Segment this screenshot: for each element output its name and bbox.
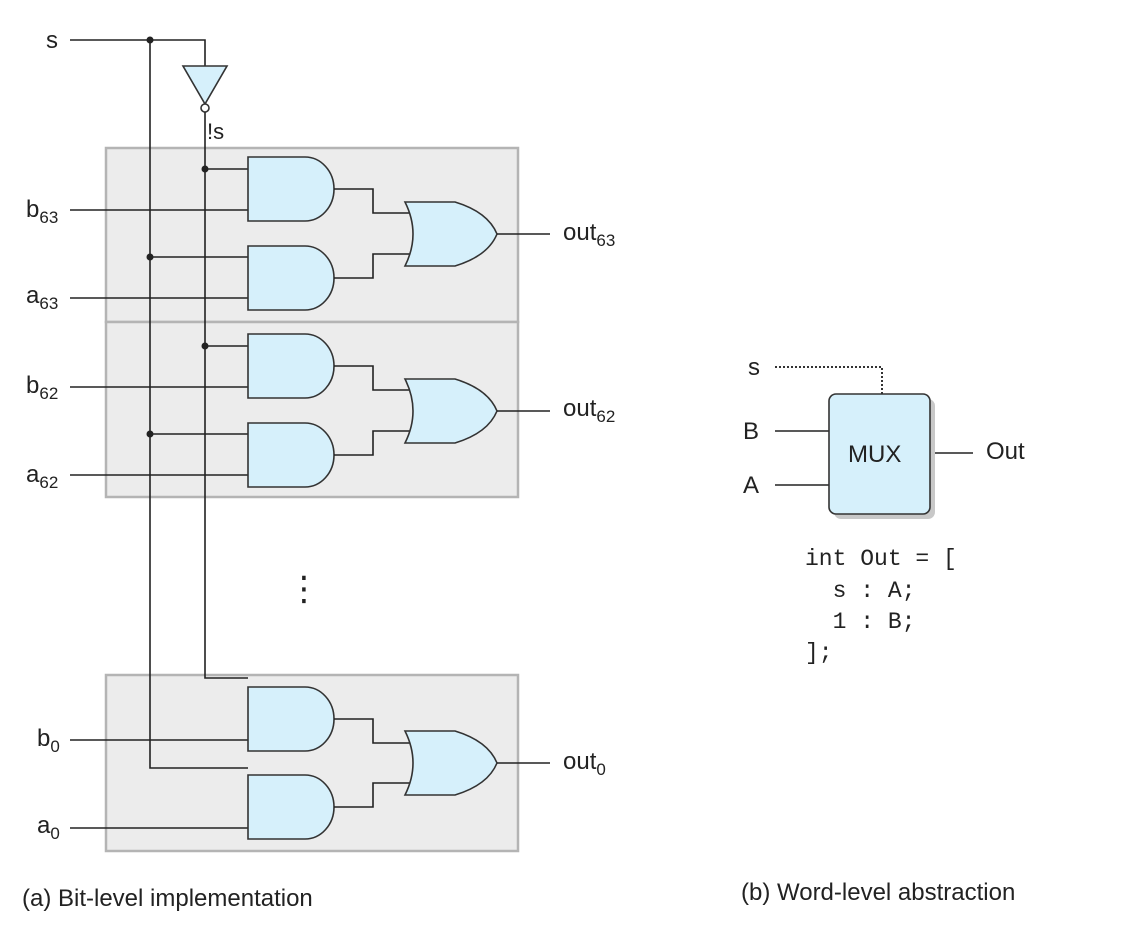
not-s-label: !s: [207, 119, 224, 144]
a62-label: a62: [26, 461, 58, 492]
mux-label: MUX: [848, 441, 901, 468]
b63-label: b63: [26, 196, 58, 227]
b0-label: b0: [37, 725, 60, 756]
a0-label: a0: [37, 812, 60, 843]
bit-level-implementation: s !s b63 a63 out63 b62 a62 out62 b0 a0 o…: [22, 27, 615, 912]
code-line: int Out = [: [805, 546, 957, 572]
junction-dot: [146, 36, 154, 44]
b62-label: b62: [26, 372, 58, 403]
caption-word-level: (b) Word-level abstraction: [741, 879, 1015, 906]
mux-s-label: s: [748, 354, 760, 381]
out63-label: out63: [563, 219, 615, 250]
s-input-label: s: [46, 27, 58, 54]
mux-out-label: Out: [986, 438, 1025, 465]
vertical-ellipsis: ⋮: [287, 570, 321, 608]
mux-box: [828, 393, 931, 515]
out0-subscript: 0: [596, 760, 605, 779]
a63-subscript: 63: [39, 294, 58, 313]
and-gate: [247, 156, 335, 222]
and-gate: [247, 333, 335, 399]
and-gate: [247, 422, 335, 488]
b0-subscript: 0: [50, 737, 59, 756]
a62-subscript: 62: [39, 473, 58, 492]
inverter-bubble: [200, 103, 210, 113]
b63-subscript: 63: [39, 208, 58, 227]
or-gate: [403, 378, 498, 444]
inverter-gate: [181, 65, 229, 113]
out63-subscript: 63: [596, 231, 615, 250]
code-line: 1 : B;: [805, 609, 915, 635]
out0-label: out0: [563, 748, 606, 779]
mux-a-label: A: [743, 472, 759, 499]
a0-subscript: 0: [50, 824, 59, 843]
b62-subscript: 62: [39, 384, 58, 403]
s-wires: [70, 36, 248, 769]
and-gate: [247, 245, 335, 311]
s-control-wire: [775, 366, 883, 396]
slice-62: [70, 333, 550, 488]
caption-bit-level: (a) Bit-level implementation: [22, 885, 313, 912]
or-gate: [403, 201, 498, 267]
slice-63: [70, 156, 550, 311]
out62-label: out62: [563, 395, 615, 426]
and-gate: [247, 774, 335, 840]
hcl-code-block: int Out = [ s : A; 1 : B; ];: [805, 546, 957, 666]
or-gate: [403, 730, 498, 796]
and-gate: [247, 686, 335, 752]
code-line: ];: [805, 640, 833, 666]
mux-b-label: B: [743, 418, 759, 445]
word-level-abstraction: MUX s B A Out int Out = [ s : A; 1 : B; …: [741, 354, 1025, 906]
a63-label: a63: [26, 282, 58, 313]
slice-0: [70, 686, 550, 840]
out62-subscript: 62: [596, 407, 615, 426]
code-line: s : A;: [805, 578, 915, 604]
